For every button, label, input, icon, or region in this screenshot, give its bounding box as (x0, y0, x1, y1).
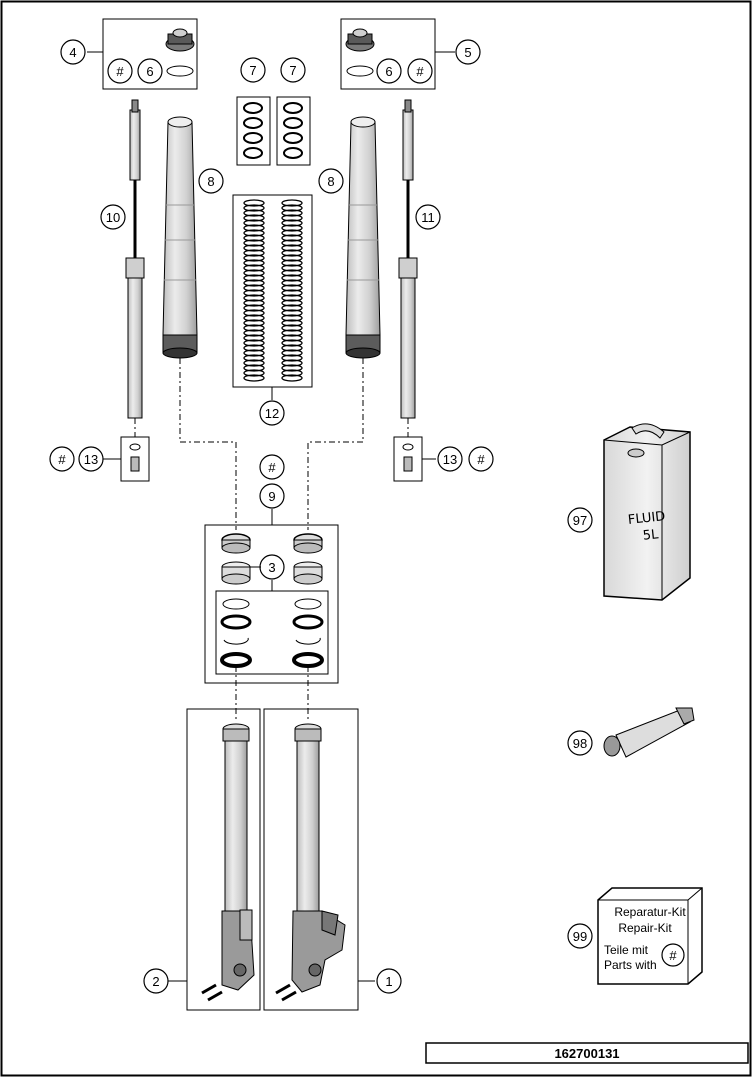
repair-kit-line2: Repair-Kit (618, 921, 672, 935)
callout-11: 11 (421, 210, 435, 225)
callout-13-left: 13 (84, 452, 98, 467)
fork-springs (232, 194, 313, 400)
repair-kit-line3: Teile mit (604, 943, 649, 957)
cap-group-left (87, 18, 198, 90)
washer-stack-left (236, 96, 271, 166)
repair-kit-line1: Reparatur-Kit (614, 905, 686, 919)
callout-5: 5 (464, 45, 471, 60)
outer-tube-right (307, 116, 381, 530)
washer-stack-right (276, 96, 311, 166)
damper-rod-right (393, 99, 423, 482)
callout-10: 10 (106, 210, 120, 225)
callout-hash-13-right: # (477, 452, 485, 467)
callout-98: 98 (573, 736, 587, 751)
fluid-can-label: FLUID (627, 509, 666, 528)
cap-group-right (340, 18, 455, 90)
seal-kit (204, 509, 339, 722)
callout-6-left: 6 (146, 64, 153, 79)
fork-oil-can (603, 423, 691, 601)
callout-1: 1 (385, 974, 392, 989)
part-number: 162700131 (554, 1046, 619, 1061)
callout-hash-9: # (268, 460, 276, 475)
callout-hash-99: # (669, 948, 677, 963)
fluid-can-volume: 5L (642, 527, 660, 544)
callout-4: 4 (69, 45, 76, 60)
grease-tube (603, 707, 695, 758)
callout-8-right: 8 (327, 174, 334, 189)
callout-9: 9 (268, 489, 275, 504)
callout-8-left: 8 (207, 174, 214, 189)
callout-99: 99 (573, 929, 587, 944)
callout-6-right: 6 (385, 64, 392, 79)
damper-rod-left (120, 99, 150, 482)
callout-12: 12 (265, 406, 279, 421)
callout-13-right: 13 (443, 452, 457, 467)
fork-leg-left (186, 708, 261, 1011)
callout-2: 2 (152, 974, 159, 989)
callout-hash-5: # (416, 64, 424, 79)
callout-hash-13-left: # (58, 452, 66, 467)
fork-leg-right (263, 708, 359, 1011)
callout-7-right: 7 (289, 63, 296, 78)
callout-3: 3 (268, 560, 275, 575)
repair-kit-line4: Parts with (604, 958, 657, 972)
callout-hash-4: # (116, 64, 124, 79)
callout-97: 97 (573, 513, 587, 528)
outer-tube-left (162, 116, 237, 530)
callout-7-left: 7 (249, 63, 256, 78)
